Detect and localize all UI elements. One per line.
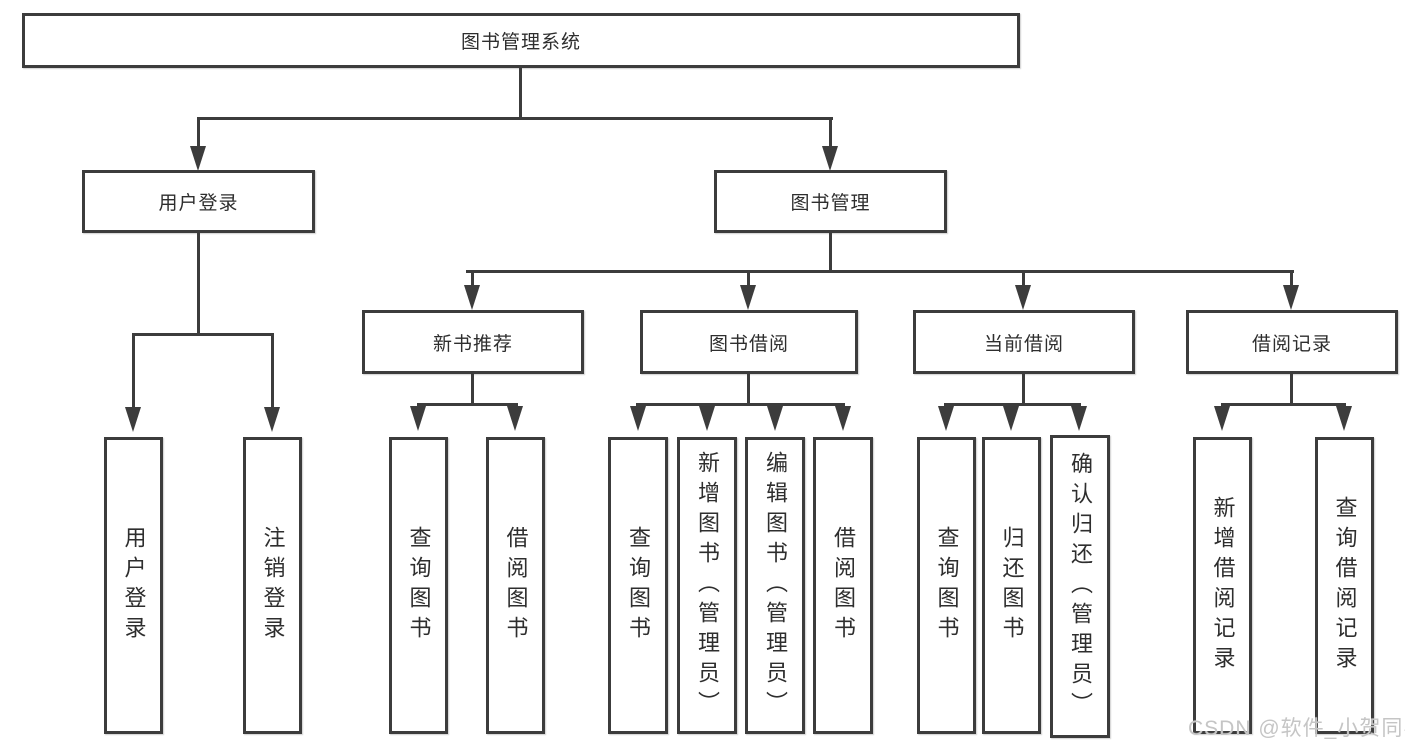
connector-line (519, 68, 522, 117)
arrow-down-icon (464, 285, 480, 310)
leaf-user-login: 用户登录 (104, 437, 163, 734)
leaf-records-query: 查询借阅记录 (1315, 437, 1374, 734)
arrow-down-icon (938, 406, 954, 431)
leaf-records-add: 新增借阅记录 (1193, 437, 1252, 734)
connector-line (1290, 374, 1293, 406)
connector-line (1022, 270, 1025, 286)
leaf-borrow-edit-admin: 编辑图书（管理员） (745, 437, 805, 734)
leaf-current-return: 归还图书 (982, 437, 1041, 734)
connector-line (1022, 374, 1025, 406)
arrow-down-icon (190, 146, 206, 171)
connector-line (466, 270, 1294, 273)
arrow-down-icon (767, 406, 783, 431)
csdn-watermark: CSDN @软件_小贺同学 (1188, 717, 1405, 740)
node-library-system: 图书管理系统 (22, 13, 1020, 68)
connector-line (747, 374, 750, 406)
connector-line (197, 117, 200, 149)
arrow-down-icon (1071, 406, 1087, 431)
arrow-down-icon (1336, 406, 1352, 431)
arrow-down-icon (822, 146, 838, 171)
connector-line (636, 403, 845, 406)
leaf-borrow-add-admin: 新增图书（管理员） (677, 437, 737, 734)
connector-line (1290, 270, 1293, 286)
connector-line (417, 403, 518, 406)
node-book-borrowing: 图书借阅 (640, 310, 858, 374)
connector-line (132, 333, 274, 336)
node-borrow-records: 借阅记录 (1186, 310, 1398, 374)
arrow-down-icon (410, 406, 426, 431)
connector-line (271, 333, 274, 409)
node-current-borrowing: 当前借阅 (913, 310, 1135, 374)
leaf-borrow-borrow: 借阅图书 (813, 437, 873, 734)
arrow-down-icon (1003, 406, 1019, 431)
node-user-login: 用户登录 (82, 170, 315, 233)
leaf-newbooks-borrow: 借阅图书 (486, 437, 545, 734)
leaf-newbooks-query: 查询图书 (389, 437, 448, 734)
leaf-current-confirm-admin: 确认归还（管理员） (1050, 435, 1110, 738)
node-new-book-recommend: 新书推荐 (362, 310, 584, 374)
connector-line (132, 333, 135, 409)
connector-line (471, 374, 474, 406)
arrow-down-icon (835, 406, 851, 431)
arrow-down-icon (630, 406, 646, 431)
node-book-management: 图书管理 (714, 170, 947, 233)
arrow-down-icon (699, 406, 715, 431)
arrow-down-icon (264, 407, 280, 432)
connector-line (471, 270, 474, 286)
arrow-down-icon (507, 406, 523, 431)
connector-line (944, 403, 1081, 406)
arrow-down-icon (1283, 285, 1299, 310)
connector-line (197, 233, 200, 336)
connector-line (1221, 403, 1346, 406)
leaf-current-query: 查询图书 (917, 437, 976, 734)
arrow-down-icon (740, 285, 756, 310)
connector-line (197, 117, 833, 120)
connector-line (747, 270, 750, 286)
connector-line (829, 117, 832, 149)
arrow-down-icon (1214, 406, 1230, 431)
leaf-logout: 注销登录 (243, 437, 302, 734)
leaf-borrow-query: 查询图书 (608, 437, 668, 734)
connector-line (829, 233, 832, 273)
arrow-down-icon (1015, 285, 1031, 310)
arrow-down-icon (125, 407, 141, 432)
